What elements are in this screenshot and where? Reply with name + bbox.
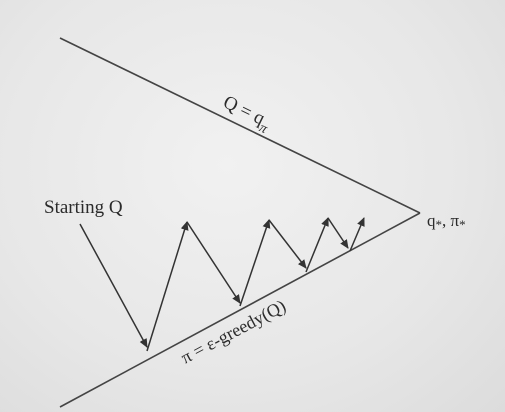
policy-line-label: π = ε-greedy(Q)	[177, 296, 289, 369]
zigzag-arrows	[79, 217, 365, 352]
step-arrow-1	[146, 221, 189, 352]
step-arrow-5	[305, 217, 329, 273]
step-arrow-7	[349, 217, 365, 252]
step-arrow-2	[186, 221, 241, 304]
starting-q-label: Starting Q	[44, 197, 123, 218]
value-line	[59, 37, 421, 214]
step-arrow-6	[327, 217, 349, 249]
value-line-label: Q = qπ	[218, 92, 276, 138]
policy-line	[59, 212, 421, 408]
optimal-label: q*, π*	[427, 211, 466, 232]
start-arrow	[79, 223, 148, 348]
step-arrow-4	[268, 219, 307, 269]
step-arrow-3	[239, 219, 271, 307]
